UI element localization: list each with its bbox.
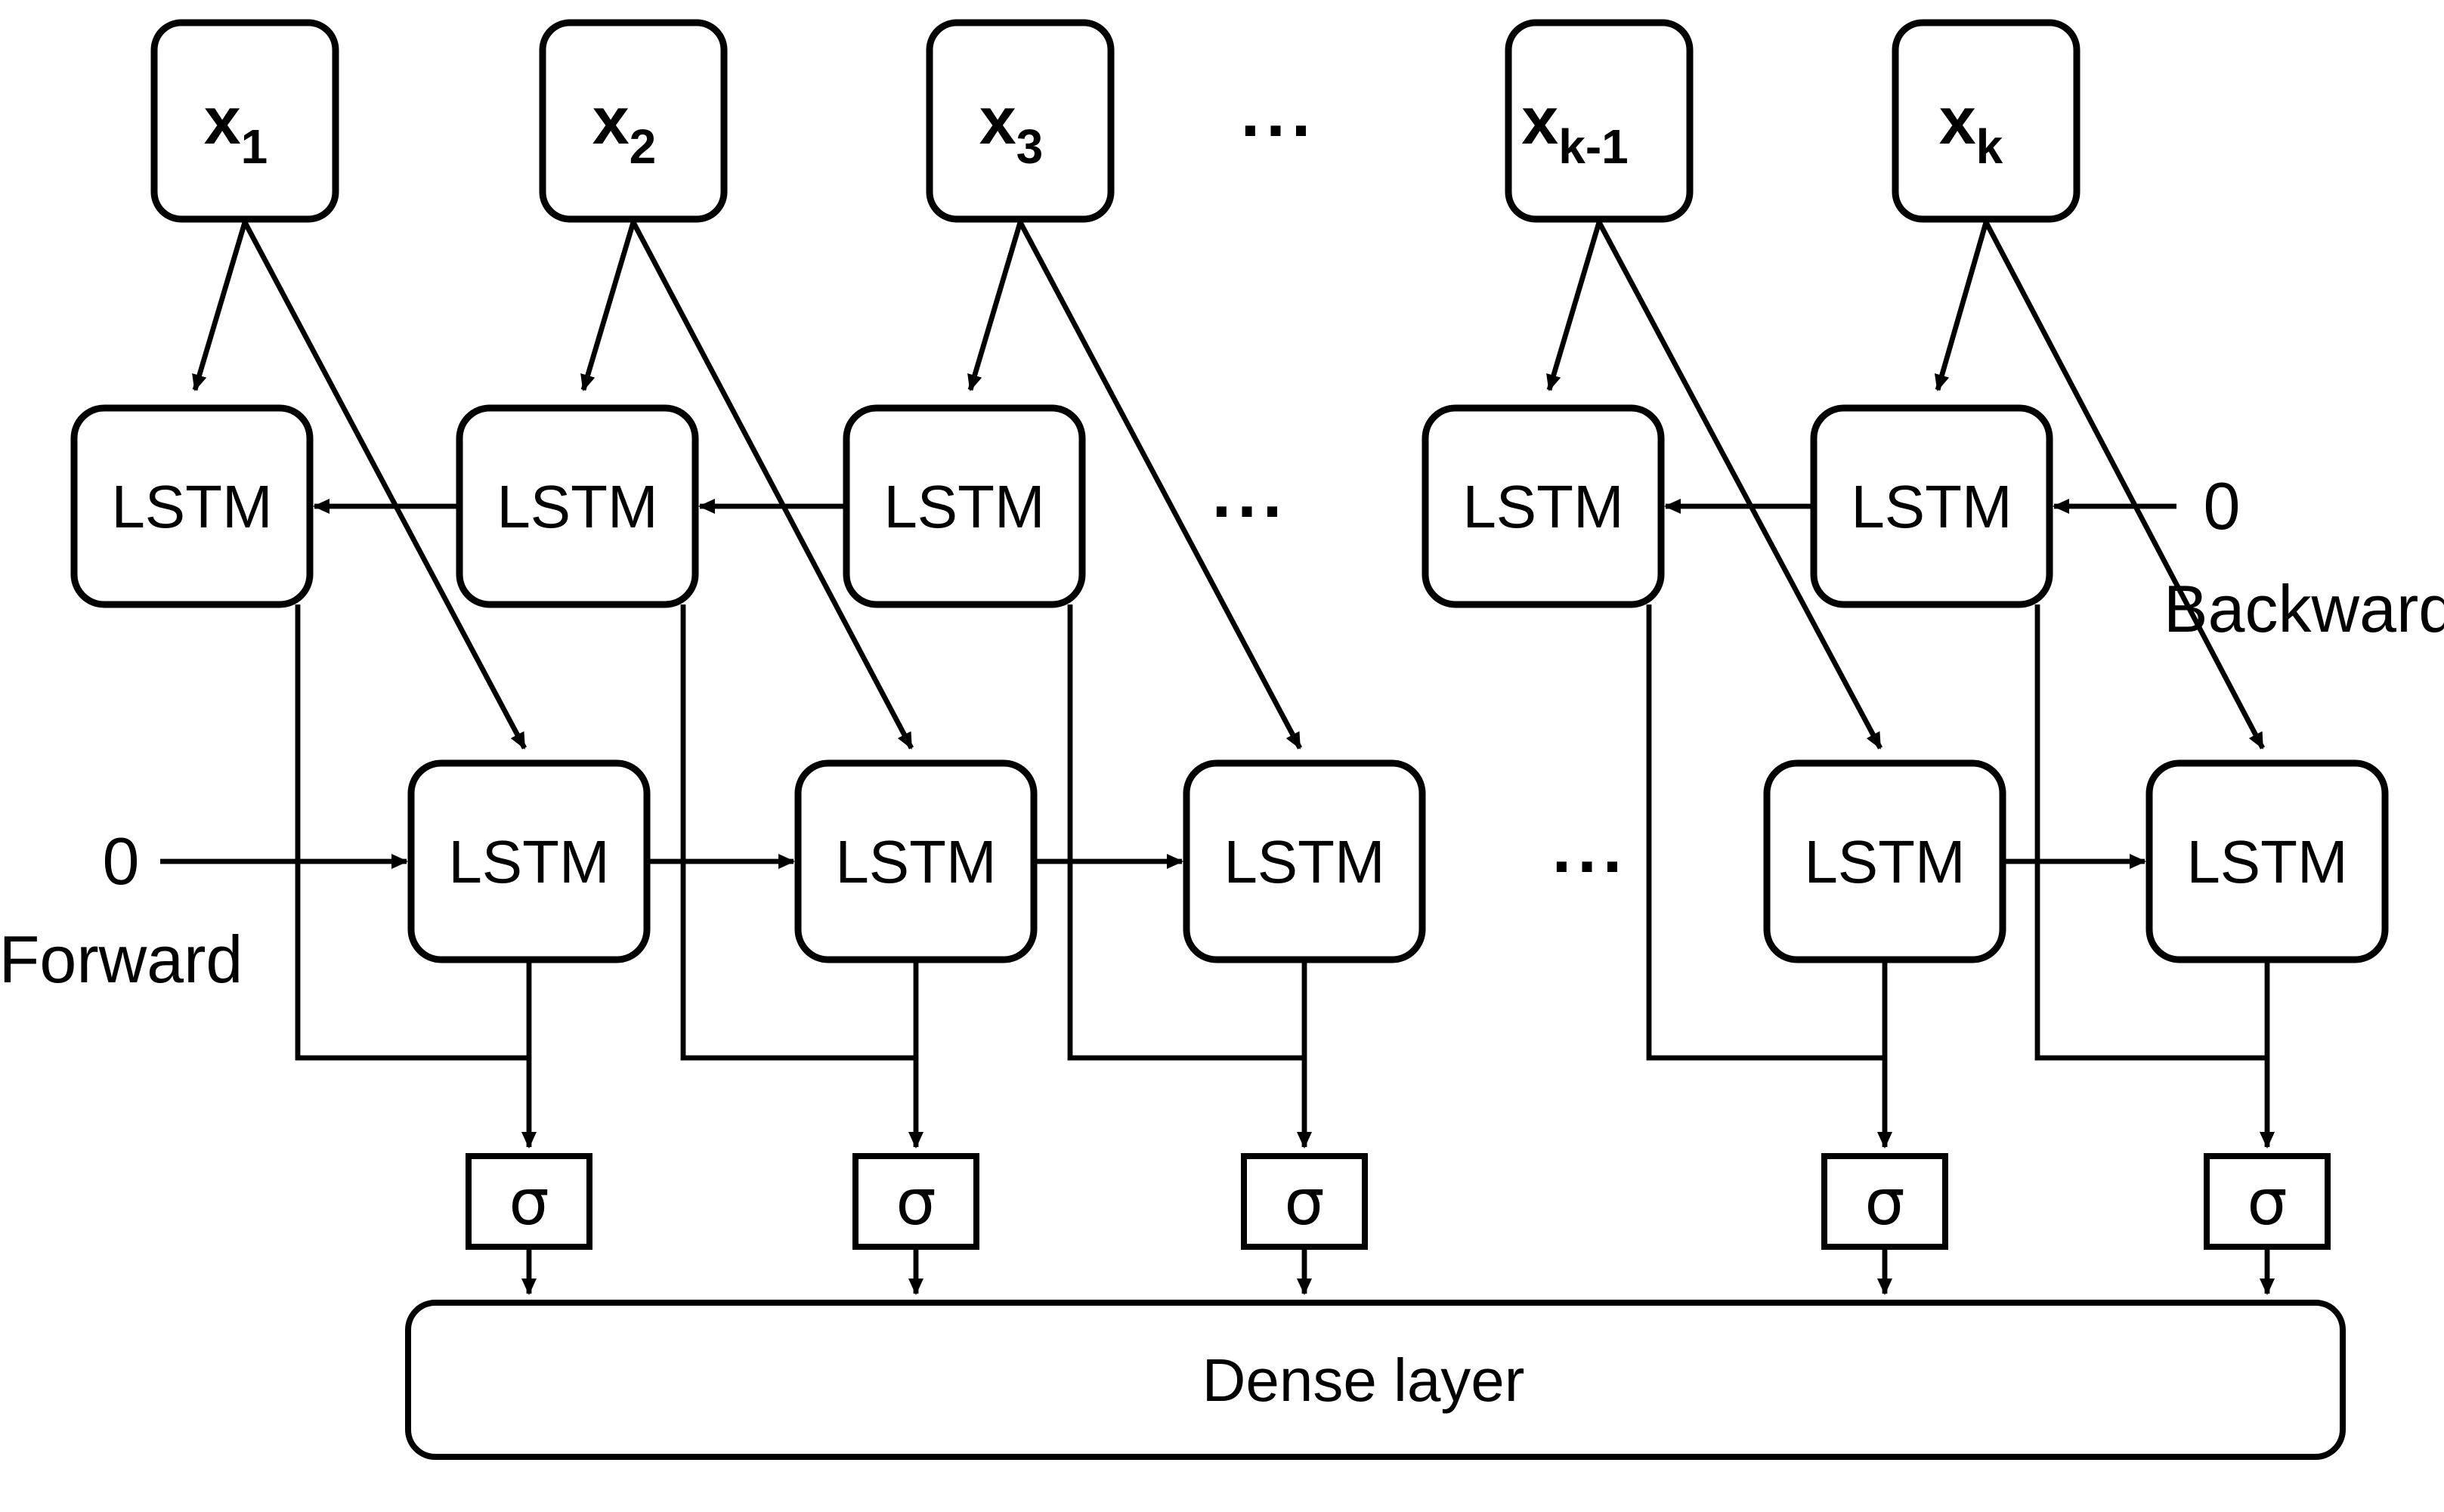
backward-lstm5-output-line (2034, 604, 2267, 1061)
dense-layer-box (405, 1300, 2346, 1460)
dense-layer-label: Dense layer (1202, 1347, 1525, 1414)
merged-output-to-sigma-arrows (521, 960, 2275, 1149)
sigma2-box (852, 1153, 979, 1250)
arrow-xk-to-forward-lstm5 (1983, 221, 2266, 750)
backward-direction-label: Backward (2164, 571, 2444, 646)
annotations: 0 Backward 0 Forward (0, 468, 2444, 997)
ellipsis-forward-row: ... (1552, 810, 1629, 887)
forward-lstm4-box (1763, 759, 2006, 963)
input-box-x2 (539, 19, 728, 223)
backward-lstm4-label: LSTM (1462, 473, 1623, 540)
sigma4-label: σ (1864, 1165, 1904, 1239)
backward-output-lines (295, 604, 2267, 1061)
backward-lstm3-label: LSTM (883, 473, 1044, 540)
sigma5-label: σ (2247, 1165, 2287, 1239)
backward-lstm1-output-line (295, 604, 529, 1061)
sigma1-box (466, 1153, 592, 1250)
backward-lstm4-box (1422, 404, 1665, 608)
backward-lstm-row: LSTM LSTM LSTM LSTM LSTM (70, 404, 2053, 608)
arrow-xk1-to-backward-lstm4 (1546, 221, 1602, 391)
forward-lstm4-label: LSTM (1804, 828, 1965, 895)
sigma2-label: σ (896, 1165, 936, 1239)
sigma5-box (2204, 1153, 2331, 1250)
input-label-xk1: xk-1 (1521, 83, 1628, 174)
ellipsis-backward-row: ... (1212, 455, 1289, 532)
forward-lstm3-label: LSTM (1224, 828, 1384, 895)
ellipsis-marks: ... ... ... (1212, 74, 1629, 887)
backward-lstm1-label: LSTM (111, 473, 272, 540)
sigma-row: σ σ σ σ σ (466, 1153, 2331, 1250)
ellipsis-top: ... (1241, 74, 1317, 151)
input-box-xk (1892, 19, 2080, 223)
backward-lstm3-output-line (1067, 604, 1304, 1061)
input-row: x1 x2 x3 xk-1 xk (150, 19, 2080, 223)
sigma4-box (1821, 1153, 1948, 1250)
backward-lstm2-output-line (680, 604, 916, 1061)
arrow-x3-to-backward-lstm3 (967, 221, 1023, 391)
arrow-xk1-to-forward-lstm4 (1597, 221, 1882, 750)
forward-lstm1-label: LSTM (448, 828, 609, 895)
forward-lstm3-box (1183, 759, 1426, 963)
forward-init-value: 0 (103, 824, 140, 898)
input-to-backward-arrows (192, 221, 1989, 391)
input-label-x2: x2 (592, 83, 657, 174)
arrow-x1-to-backward-lstm1 (192, 221, 248, 391)
forward-lstm2-box (794, 759, 1038, 963)
arrow-x2-to-forward-lstm2 (630, 221, 914, 750)
input-to-forward-arrows (242, 221, 2266, 750)
input-box-xk1 (1505, 19, 1694, 223)
sigma-to-dense-arrows (521, 1247, 2275, 1295)
sigma1-label: σ (509, 1165, 549, 1239)
input-label-x1: x1 (204, 83, 268, 174)
dense-layer: Dense layer (405, 1300, 2346, 1460)
backward-lstm2-box (456, 404, 699, 608)
backward-lstm4-output-line (1646, 604, 1885, 1061)
backward-init-value: 0 (2204, 468, 2241, 543)
backward-lstm2-label: LSTM (497, 473, 657, 540)
forward-lstm2-label: LSTM (835, 828, 996, 895)
arrow-xk-to-backward-lstm5 (1934, 221, 1989, 391)
forward-lstm1-box (407, 759, 651, 963)
input-box-x3 (926, 19, 1115, 223)
input-label-x3: x3 (979, 83, 1044, 174)
input-label-xk: xk (1939, 83, 2003, 174)
forward-lstm-row: LSTM LSTM LSTM LSTM LSTM (407, 759, 2389, 963)
forward-lstm5-label: LSTM (2186, 828, 2347, 895)
backward-lstm1-box (70, 404, 314, 608)
sigma3-label: σ (1284, 1165, 1324, 1239)
forward-lstm5-box (2145, 759, 2389, 963)
input-box-x1 (150, 19, 339, 223)
backward-lstm3-box (843, 404, 1086, 608)
backward-lstm5-box (1810, 404, 2053, 608)
arrow-x1-to-forward-lstm1 (242, 221, 527, 750)
backward-lstm5-label: LSTM (1851, 473, 2012, 540)
sigma3-box (1241, 1153, 1368, 1250)
arrow-x2-to-backward-lstm2 (580, 221, 636, 391)
forward-direction-label: Forward (0, 922, 243, 997)
arrow-x3-to-forward-lstm3 (1017, 221, 1303, 750)
